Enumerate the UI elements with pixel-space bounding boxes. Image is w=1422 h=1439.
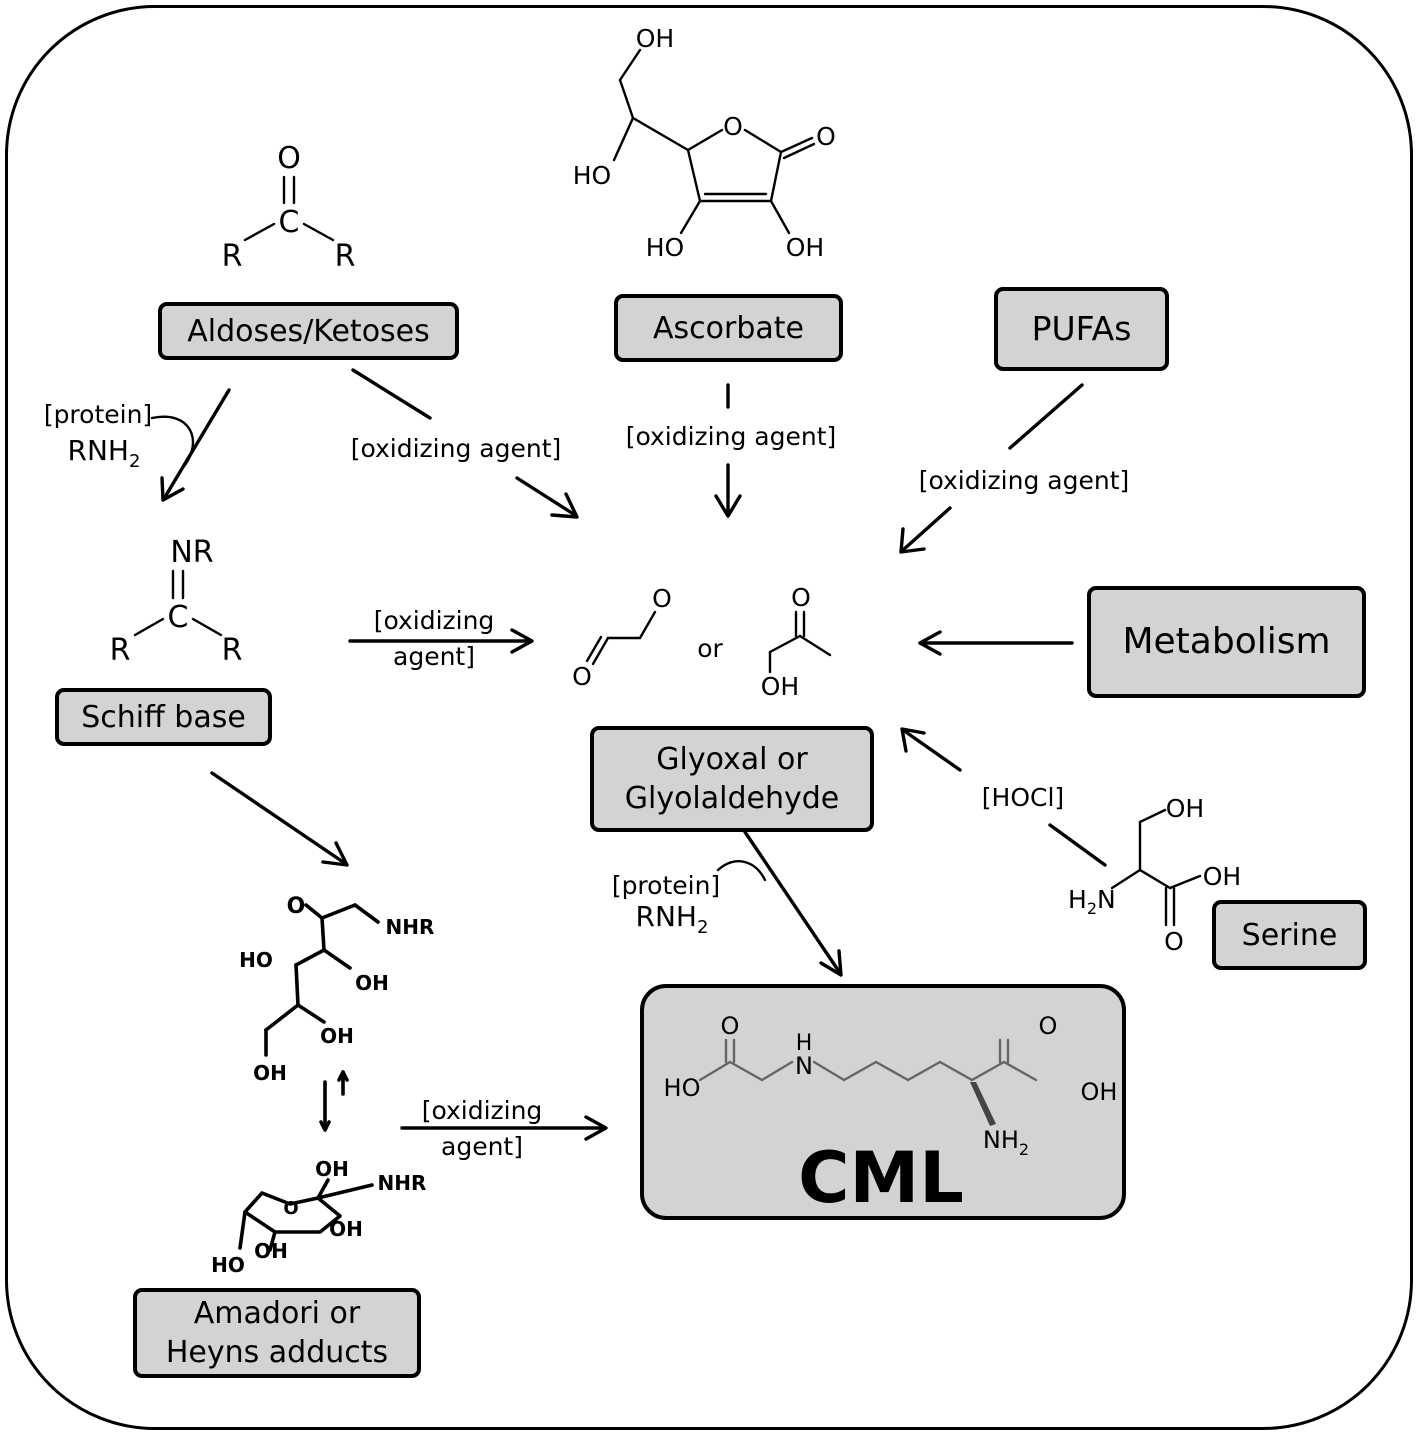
svg-text:OH: OH: [254, 1239, 288, 1263]
svg-text:R: R: [222, 633, 243, 668]
svg-text:OH: OH: [320, 1024, 354, 1048]
amadori-open-chain-structure: O NHR HO OH OH OH: [239, 894, 435, 1132]
label-oxidizing-agent-ascorbate: [oxidizing agent]: [626, 422, 837, 451]
cml-label: CML: [798, 1137, 964, 1216]
or-label: or: [697, 634, 723, 663]
svg-text:C: C: [168, 600, 189, 635]
serine-structure: OH H2N OH O: [1068, 794, 1241, 956]
svg-text:OH: OH: [355, 971, 389, 995]
svg-text:HO: HO: [664, 1074, 701, 1102]
svg-text:O: O: [791, 583, 811, 612]
label-rnh2-2: RNH2: [636, 900, 709, 938]
svg-text:O: O: [1164, 927, 1184, 956]
svg-text:N: N: [795, 1052, 813, 1080]
svg-text:OH: OH: [636, 24, 674, 53]
label-oxidizing-agent-pufas: [oxidizing agent]: [919, 466, 1130, 495]
svg-text:C: C: [279, 205, 300, 240]
box-aldoses-ketoses: Aldoses/Ketoses: [158, 302, 459, 360]
label-oxidizing-amadori: [oxidizing: [422, 1096, 543, 1125]
svg-text:O: O: [572, 662, 592, 691]
svg-text:NHR: NHR: [378, 1171, 427, 1195]
svg-text:H: H: [796, 1031, 813, 1056]
svg-text:O: O: [277, 141, 301, 176]
label-protein-2: [protein]: [612, 871, 720, 900]
svg-text:HO: HO: [211, 1253, 245, 1277]
svg-text:OH: OH: [1166, 794, 1204, 823]
svg-text:OH: OH: [253, 1061, 287, 1085]
schiff-base-structure: NR C R R: [110, 535, 243, 668]
svg-text:HO: HO: [573, 161, 611, 190]
box-schiff-base: Schiff base: [55, 688, 272, 746]
svg-text:NH2: NH2: [983, 1126, 1029, 1159]
svg-text:O: O: [816, 122, 836, 151]
svg-text:HO: HO: [239, 948, 273, 972]
glyoxal-structure: O O: [572, 584, 672, 691]
svg-text:HO: HO: [646, 233, 684, 262]
arrows: [150, 368, 1107, 1141]
box-amadori: Amadori or Heyns adducts: [133, 1288, 421, 1378]
svg-text:R: R: [110, 633, 131, 668]
label-oxidizing-schiff: [oxidizing: [374, 606, 495, 635]
svg-text:O: O: [652, 584, 672, 613]
svg-text:R: R: [222, 239, 243, 274]
ketone-structure: O C R R: [222, 141, 356, 274]
amadori-pyranose-structure: OH NHR O OH OH HO: [211, 1157, 426, 1277]
box-pufas: PUFAs: [994, 287, 1169, 371]
label-oxidizing-agent-aldoses: [oxidizing agent]: [351, 434, 562, 463]
box-cml: O HO H N O OH NH2 CML: [640, 984, 1126, 1220]
label-protein-1: [protein]: [44, 400, 152, 429]
svg-text:OH: OH: [786, 233, 824, 262]
hydroxy-ketone-structure: O OH: [761, 583, 832, 701]
svg-text:R: R: [335, 239, 356, 274]
ascorbate-structure: OH HO O O HO OH: [573, 24, 836, 262]
svg-text:OH: OH: [315, 1157, 349, 1181]
label-agent-schiff: agent]: [393, 642, 475, 671]
svg-text:OH: OH: [1203, 862, 1241, 891]
svg-text:O: O: [287, 894, 306, 919]
svg-text:O: O: [1039, 1012, 1058, 1040]
label-hocl: [HOCl]: [982, 783, 1064, 812]
svg-text:NHR: NHR: [386, 915, 435, 939]
box-ascorbate: Ascorbate: [614, 294, 843, 362]
svg-text:O: O: [723, 112, 743, 141]
svg-text:O: O: [283, 1198, 298, 1219]
svg-text:OH: OH: [1081, 1078, 1118, 1106]
svg-text:O: O: [721, 1012, 740, 1040]
svg-text:OH: OH: [761, 672, 799, 701]
box-serine: Serine: [1212, 900, 1367, 970]
box-metabolism: Metabolism: [1087, 586, 1366, 698]
svg-text:NR: NR: [170, 535, 213, 570]
box-glyoxal: Glyoxal or Glyolaldehyde: [590, 726, 874, 832]
svg-text:H2N: H2N: [1068, 885, 1116, 918]
cml-structure: O HO H N O OH NH2 CML: [664, 1012, 1118, 1216]
svg-text:OH: OH: [329, 1217, 363, 1241]
label-rnh2-1: RNH2: [68, 434, 141, 472]
label-agent-amadori: agent]: [441, 1132, 523, 1161]
